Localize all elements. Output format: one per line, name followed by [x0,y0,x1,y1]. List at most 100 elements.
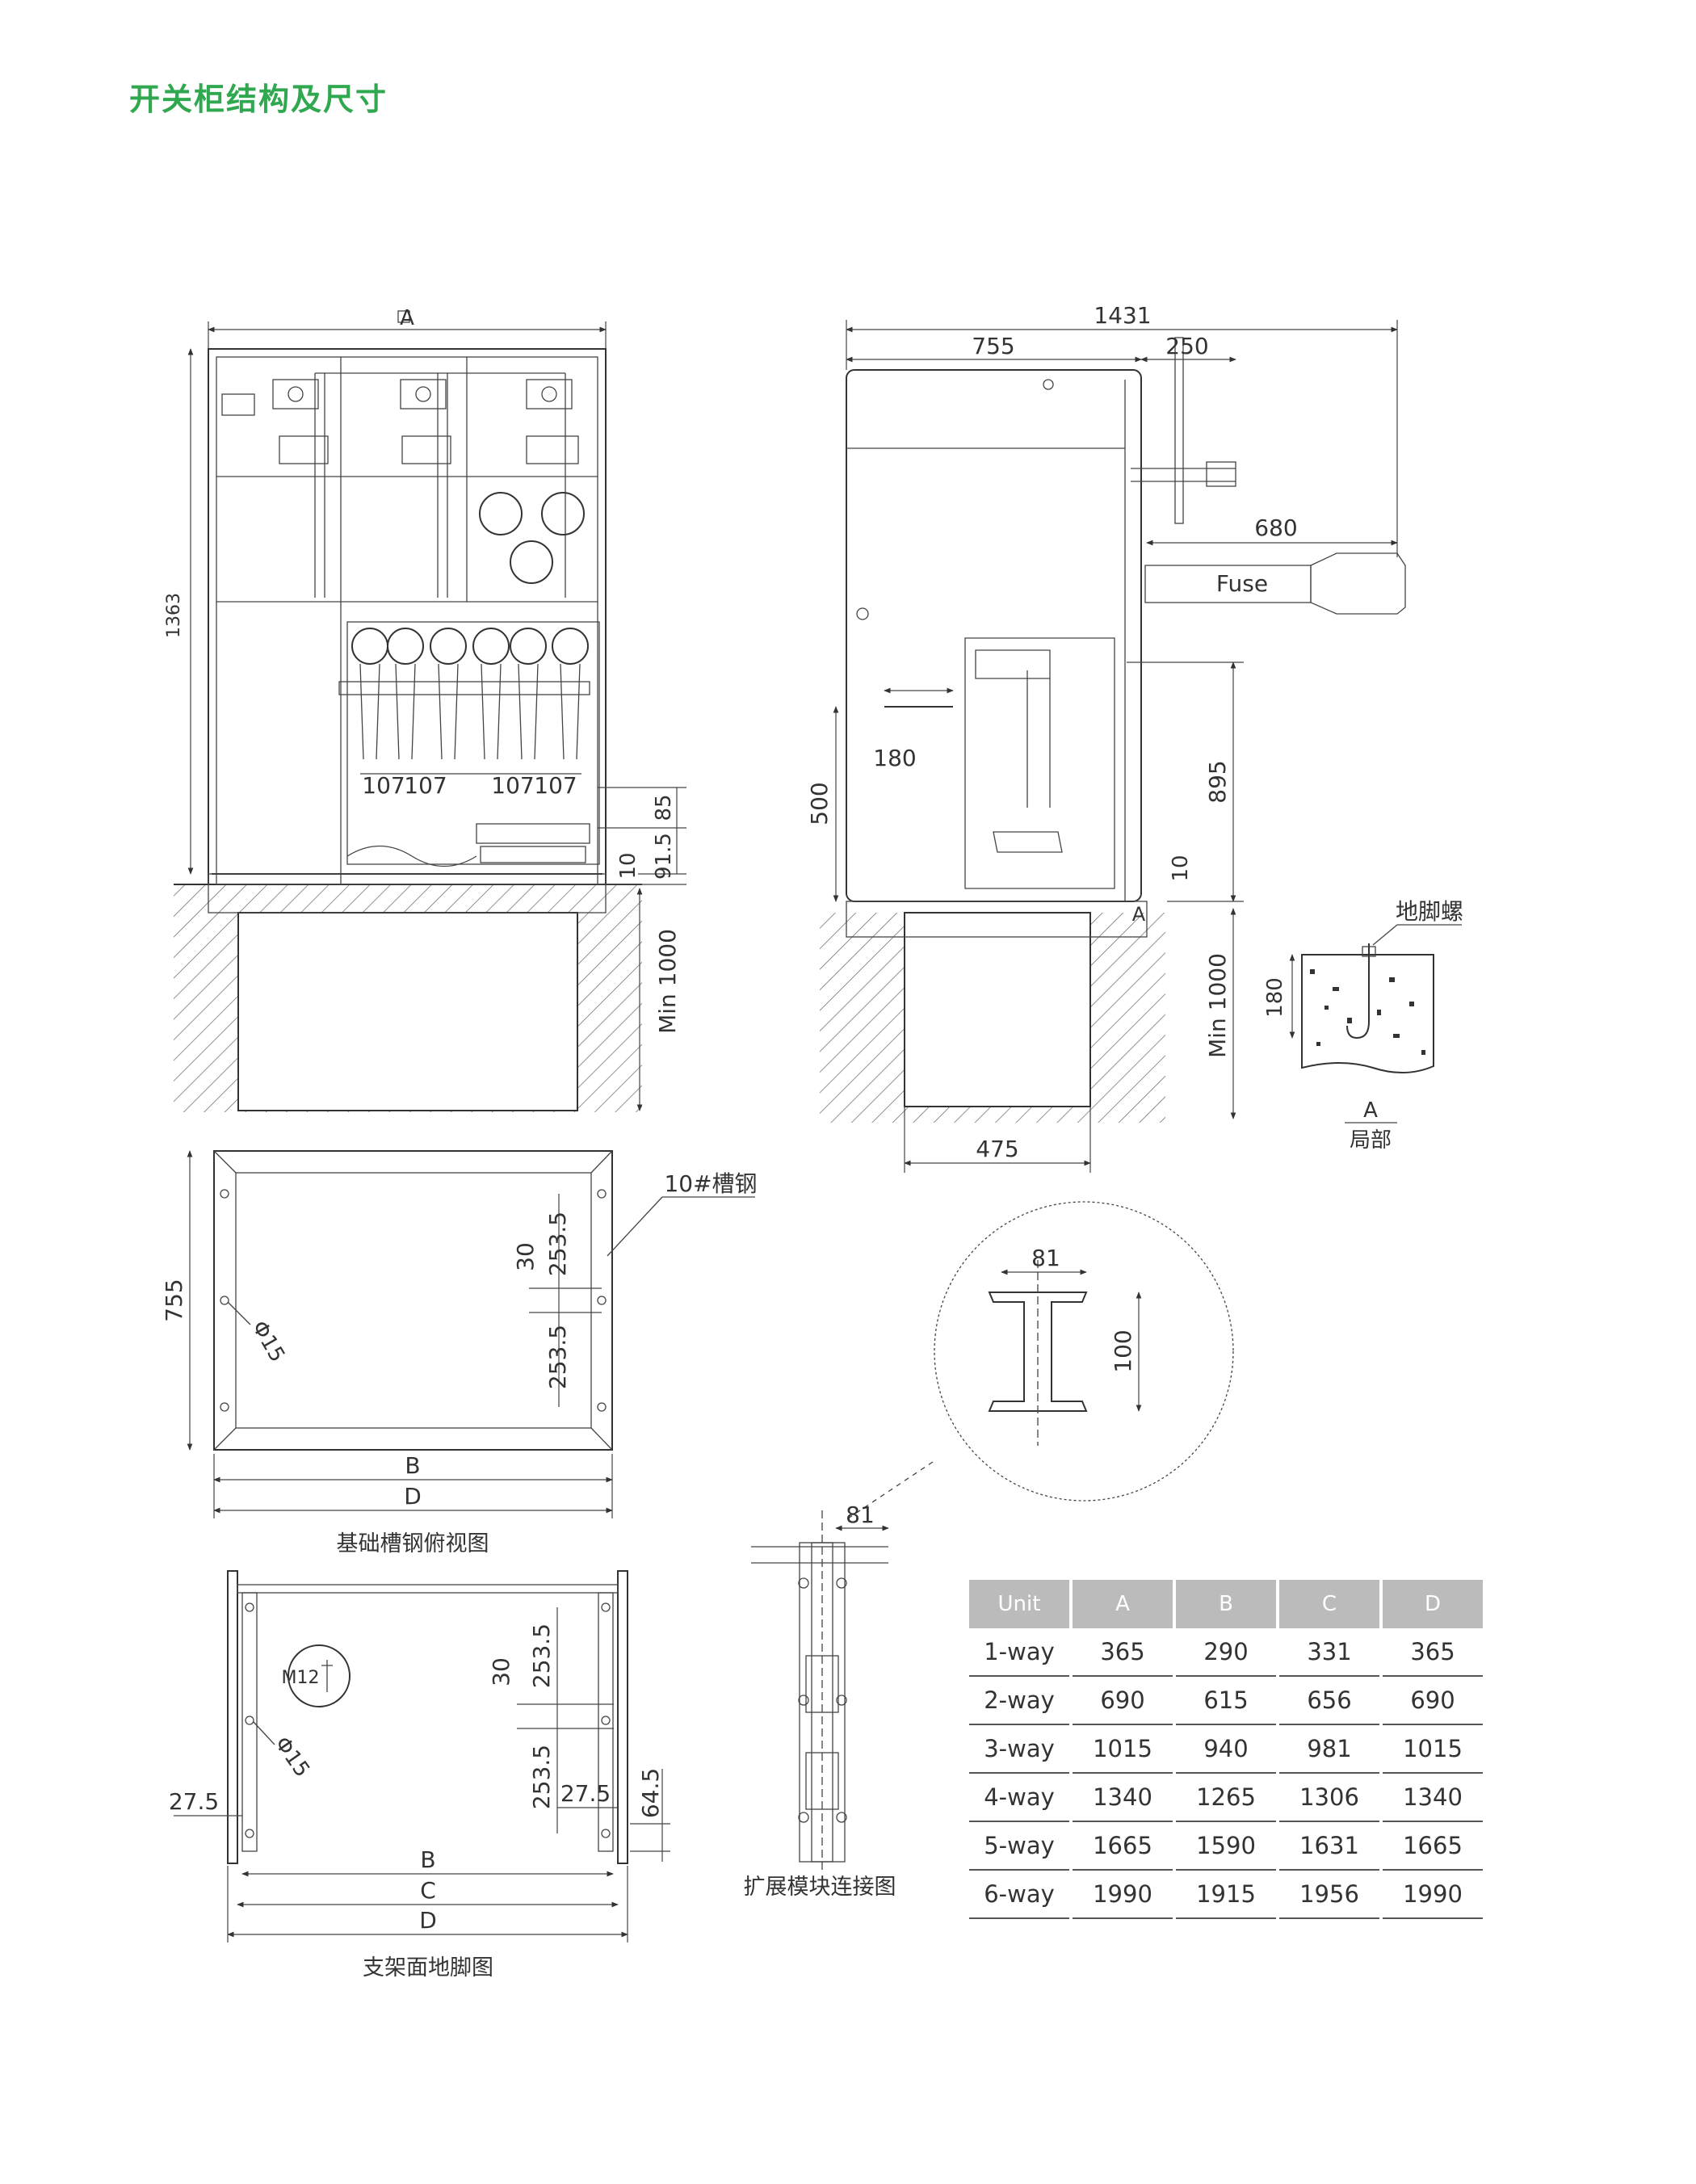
table-header-row: Unit A B C D [969,1580,1483,1628]
table-cell: 940 [1176,1725,1276,1774]
table-cell: 1015 [1383,1725,1483,1774]
dim-label: 500 [806,782,833,825]
table-cell: 615 [1176,1677,1276,1725]
frame-foot-plan: M12 Φ15 30 253.5 253.5 27.5 27.5 64.5 B … [169,1570,670,1980]
table-cell: 1306 [1279,1774,1379,1822]
dim-label: 253.5 [528,1745,555,1809]
table-cell: 1340 [1073,1774,1173,1822]
fuse-cover [510,540,553,584]
hole-label: Φ15 [247,1317,290,1366]
table-header: B [1176,1580,1276,1628]
channel-section-detail: 81 100 [847,1201,1234,1519]
width-label: D [419,1907,437,1934]
dim-label: 81 [846,1502,875,1528]
anchor-bolt [1346,943,1370,1040]
dim-label: 85 [652,794,676,821]
anchor-bolt-label: 地脚螺 [1396,898,1463,925]
table-header: Unit [969,1580,1069,1628]
table-cell: 365 [1383,1628,1483,1677]
side-view: Fuse 1431 755 250 680 180 500 895 10 Min… [806,302,1406,1173]
dim-label: Min 1000 [1204,953,1231,1058]
dim-label: 1431 [1094,302,1151,329]
dim-label: 755 [161,1279,187,1321]
table-header: A [1073,1580,1173,1628]
table-row: 1-way 365 290 331 365 [969,1628,1483,1677]
dim-label: 27.5 [169,1788,219,1815]
dim-label: 30 [488,1657,514,1686]
dimension-table: Unit A B C D 1-way 365 290 331 365 2-way… [966,1580,1486,1919]
table-row: 2-way 690 615 656 690 [969,1677,1483,1725]
channel-label: 10#槽钢 [664,1170,757,1197]
dim-label: 81 [1031,1245,1060,1271]
hole-label: Φ15 [270,1732,314,1782]
dim-label: 107 [362,772,405,799]
table-cell: 656 [1279,1677,1379,1725]
detail-mark: A [1363,1098,1378,1123]
table-cell: 1590 [1176,1822,1276,1871]
detail-a: 地脚螺 180 A 局部 [1263,898,1463,1153]
bolt-detail-circle [288,1644,351,1707]
table-cell: 2-way [969,1677,1069,1725]
front-view: A 1363 107 107 107 107 85 91.5 10 Min 10… [164,306,686,1112]
cable-pit [237,912,578,1111]
table-cell: 981 [1279,1725,1379,1774]
table-cell: 1956 [1279,1871,1379,1919]
section-mark: A [1132,903,1146,926]
table-cell: 6-way [969,1871,1069,1919]
dim-label: 250 [1165,333,1208,359]
table-cell: 3-way [969,1725,1069,1774]
dim-label: 755 [972,333,1014,359]
dim-label: 680 [1254,514,1297,541]
dim-label: 107 [404,772,447,799]
dim-label: 107 [491,772,534,799]
table-header: C [1279,1580,1379,1628]
width-label: B [420,1846,435,1873]
dim-label: 475 [976,1136,1018,1162]
mounting-holes [245,1602,611,1838]
table-row: 5-way 1665 1590 1631 1665 [969,1822,1483,1871]
extension-connection: 81 扩展模块连接图 [744,1502,896,1900]
dim-label: 91.5 [652,833,676,880]
table-row: 3-way 1015 940 981 1015 [969,1725,1483,1774]
table-cell: 690 [1383,1677,1483,1725]
table-cell: 1265 [1176,1774,1276,1822]
table-cell: 331 [1279,1628,1379,1677]
cable-pit [904,912,1091,1107]
table-row: 4-way 1340 1265 1306 1340 [969,1774,1483,1822]
dim-label: 180 [873,745,916,771]
table-cell: 1340 [1383,1774,1483,1822]
table-cell: 1665 [1073,1822,1173,1871]
table-cell: 4-way [969,1774,1069,1822]
switch-mechanism-2 [400,379,451,464]
width-label: C [420,1877,436,1904]
table-cell: 290 [1176,1628,1276,1677]
fuse-label: Fuse [1216,570,1268,597]
table-cell: 690 [1073,1677,1173,1725]
mounting-holes [220,1189,607,1412]
base-channel-plan: 253.5 30 253.5 755 Φ15 10#槽钢 B D 基础槽钢俯视图 [161,1150,758,1556]
dim-label: 895 [1204,760,1231,803]
dim-label: 64.5 [637,1768,664,1818]
front-height-label: 1363 [164,593,184,638]
front-width-label: A [400,306,414,330]
table-cell: 5-way [969,1822,1069,1871]
table-cell: 1915 [1176,1871,1276,1919]
table-header: D [1383,1580,1483,1628]
indicator-window [221,393,255,416]
dim-label: 180 [1263,977,1287,1018]
table-cell: 1990 [1073,1871,1173,1919]
table-cell: 1665 [1383,1822,1483,1871]
frame-plan-caption: 支架面地脚图 [363,1955,493,1980]
cabinet-outline [208,348,607,885]
width-label: D [404,1483,422,1510]
cable-bushings [338,621,600,867]
bolt-label: M12 [282,1668,320,1688]
table-row: 6-way 1990 1915 1956 1990 [969,1871,1483,1919]
table-cell: 1631 [1279,1822,1379,1871]
dim-label: 253.5 [544,1212,571,1276]
dim-label: 253.5 [528,1623,555,1688]
table-cell: 1015 [1073,1725,1173,1774]
i-beam [988,1292,1088,1412]
table-cell: 1-way [969,1628,1069,1677]
